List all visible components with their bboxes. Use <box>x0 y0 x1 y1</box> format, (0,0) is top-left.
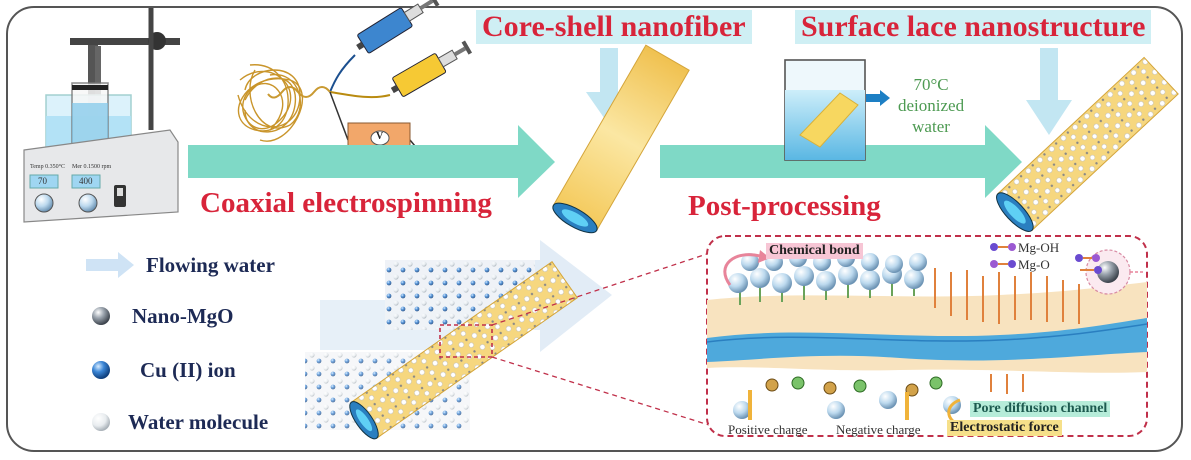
legend-icons <box>86 252 134 431</box>
post-processing-beaker <box>784 59 890 161</box>
label-mg-o: Mg-O <box>1018 257 1050 272</box>
legend-nano-mgo: Nano-MgO <box>132 304 234 328</box>
post-processing-arrow <box>660 125 1022 198</box>
beaker-temperature: 70°C <box>913 75 949 94</box>
legend-flowing-water: Flowing water <box>146 253 275 277</box>
stirrer-temp-value: 70 <box>38 176 47 186</box>
white-sphere-icon <box>92 413 110 431</box>
label-coaxial-electrospinning: Coaxial electrospinning <box>200 187 492 219</box>
label-electrostatic-force: Electrostatic force <box>947 420 1062 436</box>
label-pore-diffusion-channel: Pore diffusion channel <box>970 401 1111 417</box>
stirrer-speed-label: Mer 0.1500 rpm <box>72 164 112 170</box>
power-supply-label: V <box>376 131 384 142</box>
arrow-icon <box>86 252 134 278</box>
detail-zoom-box <box>706 235 1148 437</box>
beaker-line-3: water <box>912 117 950 136</box>
legend-water-molecule: Water molecule <box>128 410 269 434</box>
label-mg-oh: Mg-OH <box>1018 240 1060 255</box>
flow-illustration <box>305 240 726 440</box>
title-surface-lace-nanostructure: Surface lace nanostructure <box>795 10 1152 44</box>
label-negative-charge: Negative charge <box>836 422 921 437</box>
label-chemical-bond: Chemical bond <box>766 243 863 259</box>
label-positive-charge: Positive charge <box>728 422 808 437</box>
blue-sphere-icon <box>92 361 110 379</box>
label-post-processing: Post-processing <box>688 190 881 222</box>
coaxial-syringes <box>237 0 473 154</box>
stirrer-speed-value: 400 <box>79 176 93 186</box>
title-core-shell-nanofiber: Core-shell nanofiber <box>476 10 752 44</box>
magnetic-stirrer <box>23 8 180 223</box>
coaxial-arrow <box>188 125 555 198</box>
beaker-caption: 70°C deionized water <box>898 74 964 137</box>
surface-lace-fiber <box>996 56 1179 232</box>
gray-sphere-icon <box>92 307 110 325</box>
stirrer-temp-label: Temp 0.350°C <box>30 164 65 170</box>
legend-cu-ion: Cu (II) ion <box>140 358 236 382</box>
core-shell-fiber <box>552 44 690 234</box>
beaker-line-2: deionized <box>898 96 965 115</box>
